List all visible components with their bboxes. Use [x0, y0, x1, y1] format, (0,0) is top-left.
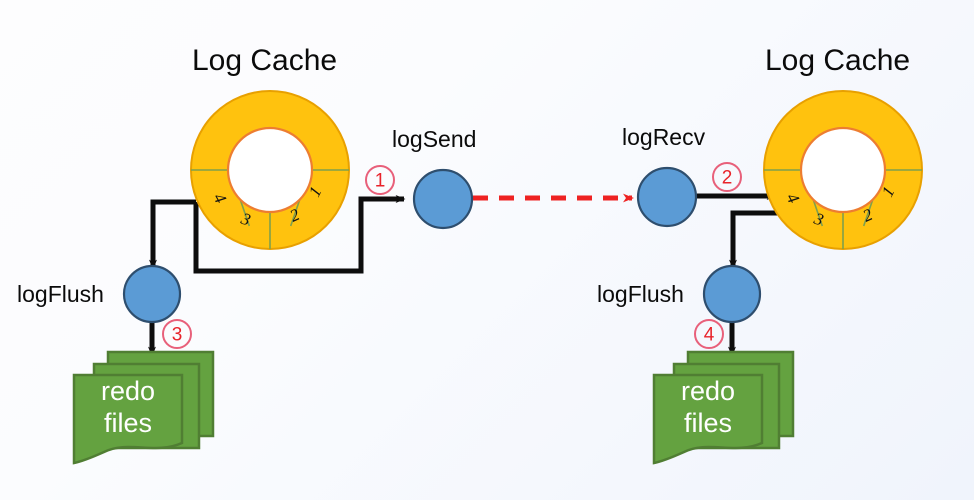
redo-files-left-line1: redo	[100, 376, 156, 406]
node-logflush-left-circle[interactable]	[122, 264, 182, 324]
logflush-right-label: logFlush	[597, 281, 684, 307]
badge-step-3-label: 3	[172, 325, 183, 346]
left-log-cache-title: Log Cache	[192, 44, 338, 77]
redo-files-right-label: redo files	[654, 375, 762, 439]
redo-files-left[interactable]	[72, 350, 215, 465]
logsend-label: logSend	[392, 126, 477, 152]
badge-step-1: 1	[365, 165, 395, 195]
badge-step-2: 2	[712, 162, 742, 192]
node-logflush-right-circle[interactable]	[702, 264, 762, 324]
redo-files-right-line1: redo	[680, 376, 736, 406]
redo-files-left-label: redo files	[74, 375, 182, 439]
redo-files-right[interactable]	[652, 350, 795, 465]
badge-step-4-label: 4	[704, 325, 715, 346]
connector-left-cache-to-logflush	[149, 199, 196, 270]
connector-left-cache-to-logsend	[193, 195, 406, 274]
right-log-cache-title: Log Cache	[765, 44, 911, 77]
badge-step-3: 3	[162, 319, 192, 349]
connector-right-cache-to-logflush	[729, 210, 778, 270]
logrecv-label: logRecv	[622, 124, 706, 150]
logflush-left-label: logFlush	[17, 281, 104, 307]
badge-step-1-label: 1	[375, 171, 386, 192]
right-log-cache-donut[interactable]: 1 2 3 4	[763, 90, 923, 250]
node-logrecv-circle[interactable]	[636, 166, 698, 228]
redo-files-right-line2: files	[683, 408, 732, 438]
redo-files-left-line2: files	[103, 408, 152, 438]
left-log-cache-donut[interactable]: 1 2 3 4	[190, 90, 350, 250]
badge-step-2-label: 2	[722, 168, 733, 189]
badge-step-4: 4	[694, 319, 724, 349]
node-logsend-circle[interactable]	[412, 168, 474, 230]
